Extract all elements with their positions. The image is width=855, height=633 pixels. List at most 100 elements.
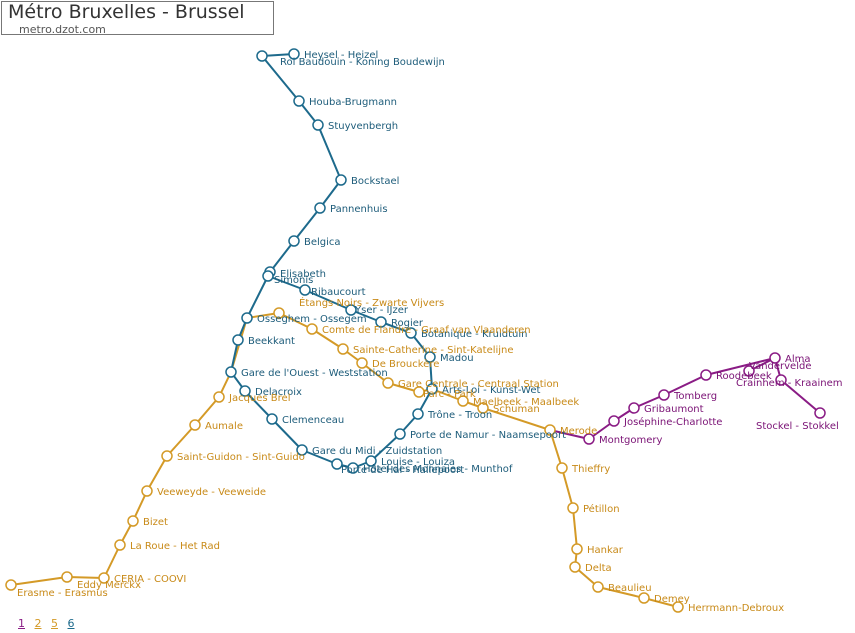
station-simonis-marker[interactable] [262, 270, 274, 282]
station-yser-marker[interactable] [345, 304, 357, 316]
station-tomberg-marker[interactable] [658, 389, 670, 401]
station-ceria-marker[interactable] [98, 572, 110, 584]
station-la-roue-marker[interactable] [114, 539, 126, 551]
station-stockel-label[interactable]: Stockel - Stokkel [756, 421, 839, 432]
station-sainte-catherine-label[interactable]: Sainte-Catherine - Sint-Katelijne [353, 345, 514, 356]
line-link-6[interactable]: 6 [67, 617, 75, 630]
station-bizet-marker[interactable] [127, 515, 139, 527]
station-botanique-marker[interactable] [405, 327, 417, 339]
station-alma-marker[interactable] [769, 352, 781, 364]
station-louise-marker[interactable] [365, 455, 377, 467]
station-la-roue-label[interactable]: La Roue - Het Rad [130, 541, 220, 552]
station-demey-marker[interactable] [638, 592, 650, 604]
station-rogier-label[interactable]: Rogier [391, 318, 424, 329]
station-eddy-merckx-marker[interactable] [61, 571, 73, 583]
station-roodebeek-marker[interactable] [700, 369, 712, 381]
station-heysel-marker[interactable] [288, 48, 300, 60]
station-stuyvenbergh-label[interactable]: Stuyvenbergh [328, 121, 398, 132]
station-merode-marker[interactable] [544, 424, 556, 436]
station-beaulieu-label[interactable]: Beaulieu [608, 583, 652, 594]
station-belgica-label[interactable]: Belgica [304, 237, 341, 248]
station-jacques-brel-marker[interactable] [213, 391, 225, 403]
station-petillon-label[interactable]: Pétillon [583, 503, 620, 515]
station-porte-namur-marker[interactable] [394, 428, 406, 440]
station-comte-flandre-label[interactable]: Comte de Flandre - Graaf van Vlaanderen [322, 325, 531, 336]
station-parc-marker[interactable] [413, 386, 425, 398]
station-bockstael-marker[interactable] [335, 174, 347, 186]
station-roodebeek-label[interactable]: Roodebeek [716, 371, 772, 382]
station-petillon-marker[interactable] [567, 502, 579, 514]
station-hankar-marker[interactable] [571, 543, 583, 555]
station-porte-namur-label[interactable]: Porte de Namur - Naamsepoort [410, 430, 566, 441]
line-link-5[interactable]: 5 [51, 617, 58, 630]
station-tomberg-label[interactable]: Tomberg [673, 391, 717, 402]
station-delacroix-label[interactable]: Delacroix [255, 387, 302, 398]
station-ceria-label[interactable]: CERIA - COOVI [114, 574, 186, 585]
station-herrmann-debroux-marker[interactable] [672, 601, 684, 613]
station-hankar-label[interactable]: Hankar [587, 545, 624, 556]
station-arts-loi-marker[interactable] [426, 383, 438, 395]
station-roi-baudouin-label[interactable]: Roi Baudouin - Koning Boudewijn [280, 57, 445, 68]
station-erasme-marker[interactable] [5, 579, 17, 591]
station-merode-label[interactable]: Merode [560, 426, 597, 437]
station-belgica-marker[interactable] [288, 235, 300, 247]
station-schuman-label[interactable]: Schuman [493, 404, 540, 415]
station-botanique-label[interactable]: Botanique - Kruidtuin [421, 329, 527, 340]
station-madou-label[interactable]: Madou [440, 353, 474, 364]
station-houba-label[interactable]: Houba-Brugmann [309, 97, 397, 108]
station-saint-guidon-label[interactable]: Saint-Guidon - Sint-Guido [177, 452, 305, 463]
station-arts-loi-label[interactable]: Arts-Loi - Kunst-Wet [442, 385, 540, 396]
station-thieffry-label[interactable]: Thieffry [571, 464, 610, 475]
station-eddy-merckx-label[interactable]: Eddy Merckx [77, 580, 141, 591]
station-houba-marker[interactable] [293, 95, 305, 107]
station-trone-marker[interactable] [412, 408, 424, 420]
station-josephine-charlotte-label[interactable]: Joséphine-Charlotte [623, 416, 722, 428]
station-herrmann-debroux-label[interactable]: Herrmann-Debroux [688, 603, 784, 614]
station-jacques-brel-label[interactable]: Jacques Brel [228, 393, 290, 404]
station-roi-baudouin-marker[interactable] [256, 50, 268, 62]
station-beaulieu-marker[interactable] [592, 581, 604, 593]
station-maelbeek-marker[interactable] [457, 395, 469, 407]
station-rogier-marker[interactable] [375, 316, 387, 328]
station-ribaucourt-label[interactable]: Ribaucourt [311, 287, 366, 298]
station-ribaucourt-marker[interactable] [299, 284, 311, 296]
station-pannenhuis-marker[interactable] [314, 202, 326, 214]
station-de-brouckere-label[interactable]: De Brouckère [372, 358, 439, 370]
station-saint-guidon-marker[interactable] [161, 450, 173, 462]
station-pannenhuis-label[interactable]: Pannenhuis [330, 204, 388, 215]
station-louise-label[interactable]: Louise - Louiza [381, 457, 455, 468]
station-gare-midi-label[interactable]: Gare du Midi - Zuidstation [312, 446, 442, 457]
station-veeweyde-marker[interactable] [141, 485, 153, 497]
station-de-brouckere-marker[interactable] [356, 357, 368, 369]
station-delta-marker[interactable] [569, 561, 581, 573]
station-delta-label[interactable]: Delta [585, 563, 612, 574]
station-sainte-catherine-marker[interactable] [337, 343, 349, 355]
station-elisabeth-label[interactable]: Elisabeth [280, 269, 326, 280]
station-osseghem-label[interactable]: Osseghem - Ossegem [257, 314, 367, 325]
station-gare-centrale-marker[interactable] [382, 377, 394, 389]
line-link-2[interactable]: 2 [34, 617, 42, 630]
station-montgomery-label[interactable]: Montgomery [599, 435, 662, 446]
station-erasme-label[interactable]: Erasme - Erasmus [17, 588, 108, 599]
station-osseghem-marker[interactable] [241, 312, 253, 324]
station-beekkant-label[interactable]: Beekkant [248, 336, 295, 347]
station-comte-flandre-marker[interactable] [306, 323, 318, 335]
station-josephine-charlotte-marker[interactable] [608, 415, 620, 427]
station-gare-ouest-label[interactable]: Gare de l'Ouest - Weststation [241, 368, 388, 379]
station-thieffry-marker[interactable] [556, 462, 568, 474]
station-simonis-label[interactable]: Simonis [274, 275, 313, 286]
station-demey-label[interactable]: Demey [654, 594, 690, 605]
station-porte-hal-marker[interactable] [331, 458, 343, 470]
station-vandervelde-marker[interactable] [743, 365, 755, 377]
station-gare-ouest-marker[interactable] [225, 366, 237, 378]
station-hotel-monnaies-marker[interactable] [347, 462, 359, 474]
station-montgomery-marker[interactable] [583, 433, 595, 445]
station-vandervelde-label[interactable]: Vandervelde [749, 361, 812, 372]
station-yser-label[interactable]: Yser - IJzer [354, 305, 409, 316]
station-clemenceau-label[interactable]: Clemenceau [282, 415, 344, 426]
station-aumale-marker[interactable] [189, 419, 201, 431]
station-heysel-label[interactable]: Heysel - Heizel [304, 50, 378, 61]
station-porte-hal-label[interactable]: Porte de Hal - Hallepoort [341, 465, 464, 476]
station-parc-label[interactable]: Parc - Park [423, 389, 476, 400]
station-gribaumont-marker[interactable] [628, 402, 640, 414]
